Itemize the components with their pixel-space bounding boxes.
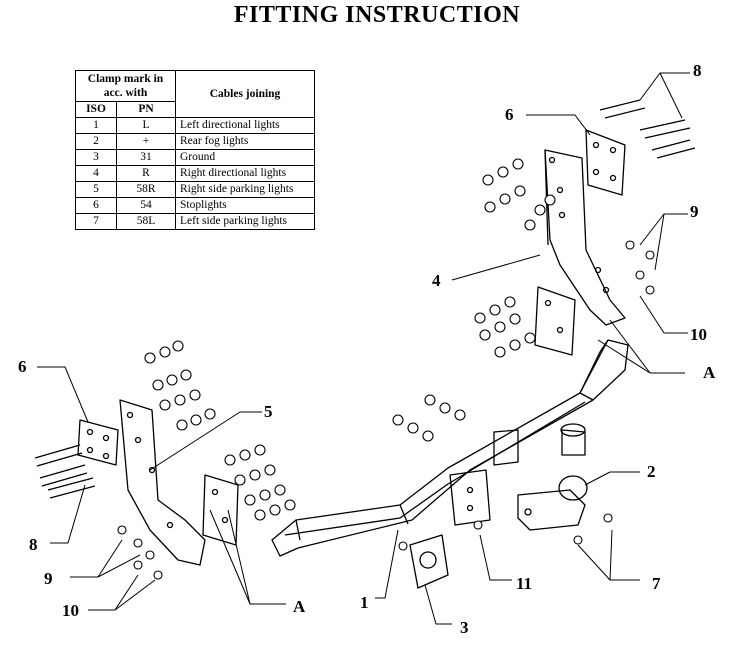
pn-cell: 58L [116,213,176,230]
table-header-row: Clamp mark in acc. with Cables joining [75,70,315,118]
pn-cell: 58R [116,181,176,198]
callout-3: 3 [460,618,469,637]
header-clamp-mark: Clamp mark in acc. with [75,70,176,102]
callout-10-right: 10 [690,325,707,344]
callout-1: 1 [360,593,369,612]
crossbar-beam [271,339,629,557]
table-row: 7 58L Left side parking lights [75,213,315,230]
page-title: FITTING INSTRUCTION [233,2,521,28]
cable-cell: Left side parking lights [175,213,315,230]
callout-11: 11 [516,574,533,593]
callout-9-left: 9 [44,569,53,588]
callout-6-top: 6 [505,105,514,124]
callout-5: 5 [264,402,273,421]
cable-cell: Right side parking lights [175,181,315,198]
header-pn: PN [116,101,176,118]
callout-8-top: 8 [693,61,702,80]
table-row: 4 R Right directional lights [75,165,315,182]
long-bolts-top [599,99,696,159]
left-bracket [119,399,206,566]
table-row: 6 54 Stoplights [75,197,315,214]
callout-7: 7 [652,574,661,593]
upper-right-plate [585,129,626,196]
cable-cell: Right directional lights [175,165,315,182]
callout-9-right: 9 [690,202,699,221]
callout-10-left: 10 [62,601,79,620]
wiring-table: Clamp mark in acc. with Cables joining I… [75,70,315,230]
tow-ball-assembly [517,423,588,531]
electric-socket [409,534,449,589]
table-row: 5 58R Right side parking lights [75,181,315,198]
nut-washer-sets [117,158,655,580]
right-lower-plate [534,286,576,356]
long-bolts-left [34,444,96,499]
callout-8-left: 8 [29,535,38,554]
callout-A-right: A [703,363,716,382]
callout-4: 4 [432,271,441,290]
callout-A-left: A [293,597,306,616]
left-side-plate [77,419,119,466]
callout-6-left: 6 [18,357,27,376]
callout-2: 2 [647,462,656,481]
right-bracket [544,149,626,326]
leader-lines [37,72,690,625]
socket-mount-plate [449,429,519,526]
header-cables-joining: Cables joining [175,70,315,118]
cable-cell: Stoplights [175,197,315,214]
